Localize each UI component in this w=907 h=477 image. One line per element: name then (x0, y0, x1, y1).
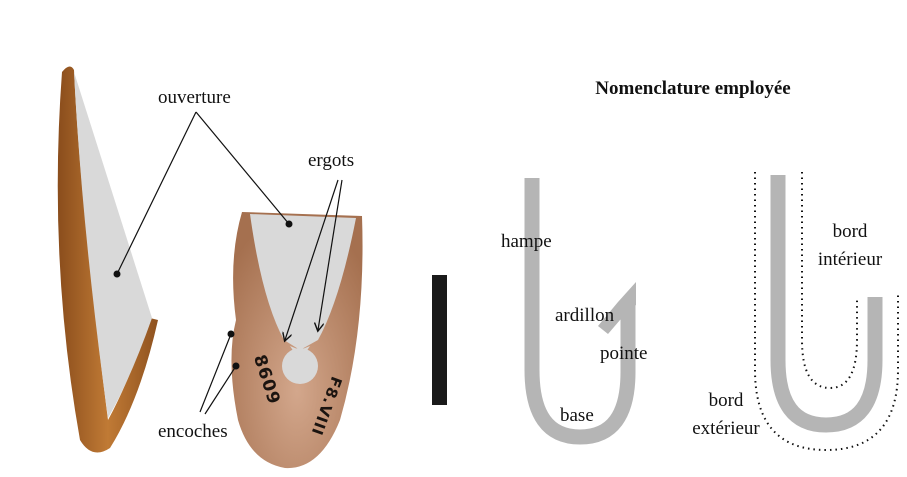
label-ouverture: ouverture (158, 87, 231, 108)
label-hampe: hampe (501, 231, 552, 252)
label-base: base (560, 405, 594, 426)
figure-title: Nomenclature employée (595, 78, 791, 99)
leader-dots (113, 220, 293, 370)
inner-edge-line (801, 172, 858, 390)
barb-shape (598, 282, 636, 334)
artifact-hook-photo (57, 66, 158, 453)
label-bord-interieur-2: intérieur (817, 249, 883, 270)
label-ergots: ergots (308, 150, 355, 171)
label-pointe: pointe (600, 343, 648, 364)
outer-edge-line (754, 172, 899, 452)
label-encoches: encoches (158, 421, 228, 442)
hook-schematic (524, 178, 636, 445)
label-ardillon: ardillon (555, 305, 615, 326)
artifact-blank-photo (231, 212, 363, 469)
edges-schematic (754, 172, 899, 452)
opening-area (250, 214, 356, 350)
perforation (282, 348, 318, 384)
label-bord-exterieur-1: bord (708, 390, 744, 411)
scale-bar (432, 275, 447, 405)
label-bord-exterieur-2: extérieur (692, 418, 760, 439)
opening-area (74, 72, 152, 418)
label-bord-interieur-1: bord (832, 221, 868, 242)
leader-lines (116, 111, 343, 415)
